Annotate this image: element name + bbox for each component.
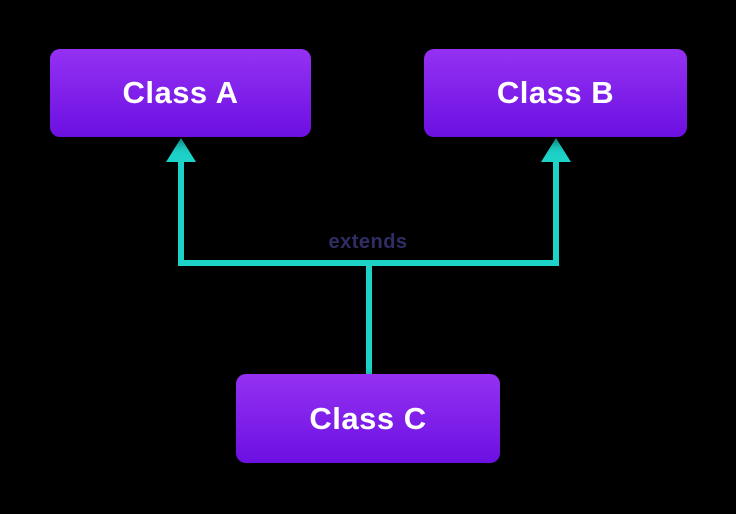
- class-c-node: Class C: [236, 374, 500, 463]
- arrow-up-icon-right: [541, 138, 571, 162]
- class-b-label: Class B: [496, 75, 615, 110]
- class-b-node: Class B: [424, 49, 687, 137]
- edge-label-extends: extends: [328, 231, 408, 253]
- edge-line-vertical-to-class-a: [178, 156, 184, 266]
- edge-line-vertical-to-class-b: [553, 156, 559, 266]
- class-c-label: Class C: [309, 400, 427, 436]
- class-a-label: Class A: [122, 75, 239, 110]
- class-a-node: Class A: [50, 49, 311, 137]
- arrow-up-icon-left: [166, 138, 196, 162]
- edge-line-stem-from-class-c: [366, 260, 372, 374]
